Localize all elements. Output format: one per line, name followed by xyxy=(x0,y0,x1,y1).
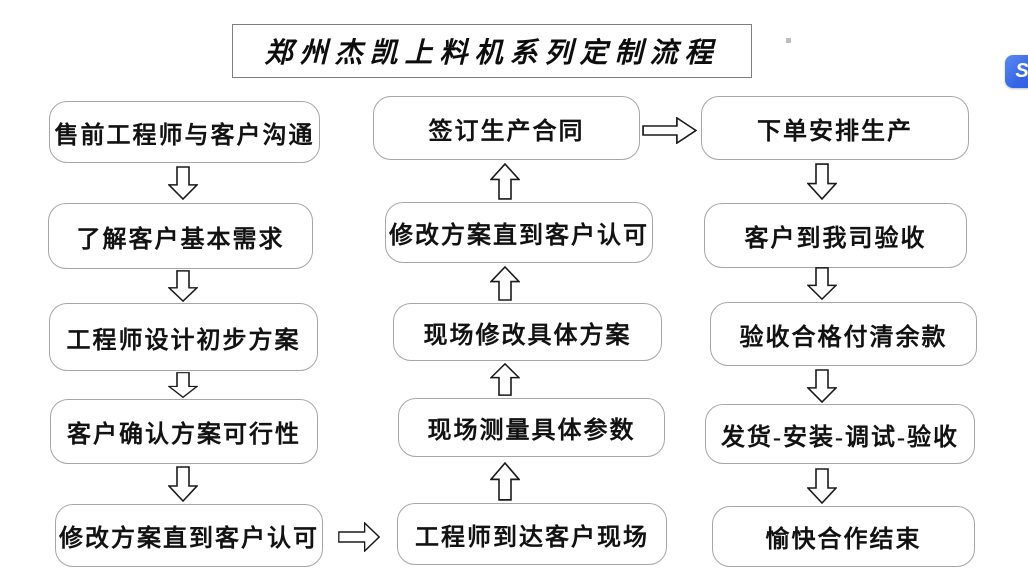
flow-node-understand-needs: 了解客户基本需求 xyxy=(48,203,313,269)
logo-s-glyph: S xyxy=(1015,60,1028,82)
flow-node-onsite-measure-params: 现场测量具体参数 xyxy=(398,398,665,457)
overlay-app-badge[interactable]: S xyxy=(1005,55,1028,88)
selection-handle-dot xyxy=(786,38,791,43)
node-label: 客户到我司验收 xyxy=(744,226,927,252)
up-arrow-icon xyxy=(490,462,520,501)
flow-node-customer-acceptance: 客户到我司验收 xyxy=(704,203,967,268)
node-label: 签订生产合同 xyxy=(428,118,585,145)
flow-node-presales-communication: 售前工程师与客户沟通 xyxy=(49,101,320,163)
flow-node-preliminary-design: 工程师设计初步方案 xyxy=(49,303,318,371)
flow-node-engineer-arrives: 工程师到达客户现场 xyxy=(397,503,667,565)
node-label: 愉快合作结束 xyxy=(765,527,922,553)
flow-node-sign-contract: 签订生产合同 xyxy=(373,96,640,160)
node-label: 工程师设计初步方案 xyxy=(66,327,301,354)
node-label: 修改方案直到客户认可 xyxy=(59,526,319,552)
down-arrow-icon xyxy=(168,166,198,200)
up-arrow-icon xyxy=(490,266,520,301)
node-label: 客户确认方案可行性 xyxy=(67,422,301,448)
flow-node-place-order: 下单安排生产 xyxy=(701,96,969,160)
node-label: 工程师到达客户现场 xyxy=(415,524,649,551)
down-arrow-icon xyxy=(807,468,837,504)
flow-node-cooperation-end: 愉快合作结束 xyxy=(712,506,975,567)
node-label: 修改方案直到客户认可 xyxy=(389,223,649,249)
flow-node-onsite-revise-plan: 现场修改具体方案 xyxy=(393,303,662,361)
node-label: 验收合格付清余款 xyxy=(739,324,948,351)
node-label: 售前工程师与客户沟通 xyxy=(54,122,315,149)
flow-node-confirm-feasibility: 客户确认方案可行性 xyxy=(50,399,318,464)
flow-node-revise-until-approved-1: 修改方案直到客户认可 xyxy=(55,504,323,567)
flow-node-ship-install-debug: 发货-安装-调试-验收 xyxy=(705,404,975,464)
down-arrow-icon xyxy=(807,369,837,403)
down-arrow-icon xyxy=(168,466,198,502)
node-label: 现场修改具体方案 xyxy=(423,322,632,349)
node-label: 发货-安装-调试-验收 xyxy=(721,424,959,451)
node-label: 现场测量具体参数 xyxy=(427,418,636,444)
right-arrow-icon xyxy=(338,522,380,552)
flowchart-title: 郑州杰凯上料机系列定制流程 xyxy=(232,24,752,78)
node-label: 下单安排生产 xyxy=(757,118,913,145)
down-arrow-icon xyxy=(168,372,198,398)
node-label: 了解客户基本需求 xyxy=(76,226,285,253)
down-arrow-icon xyxy=(807,163,837,200)
right-arrow-icon xyxy=(642,117,697,144)
down-arrow-icon xyxy=(168,270,198,302)
up-arrow-icon xyxy=(490,363,520,396)
up-arrow-icon xyxy=(490,163,520,200)
flow-node-pay-balance: 验收合格付清余款 xyxy=(710,302,977,366)
flow-node-revise-until-approved-2: 修改方案直到客户认可 xyxy=(385,202,653,263)
flowchart-title-text: 郑州杰凯上料机系列定制流程 xyxy=(264,38,720,69)
down-arrow-icon xyxy=(807,267,837,300)
